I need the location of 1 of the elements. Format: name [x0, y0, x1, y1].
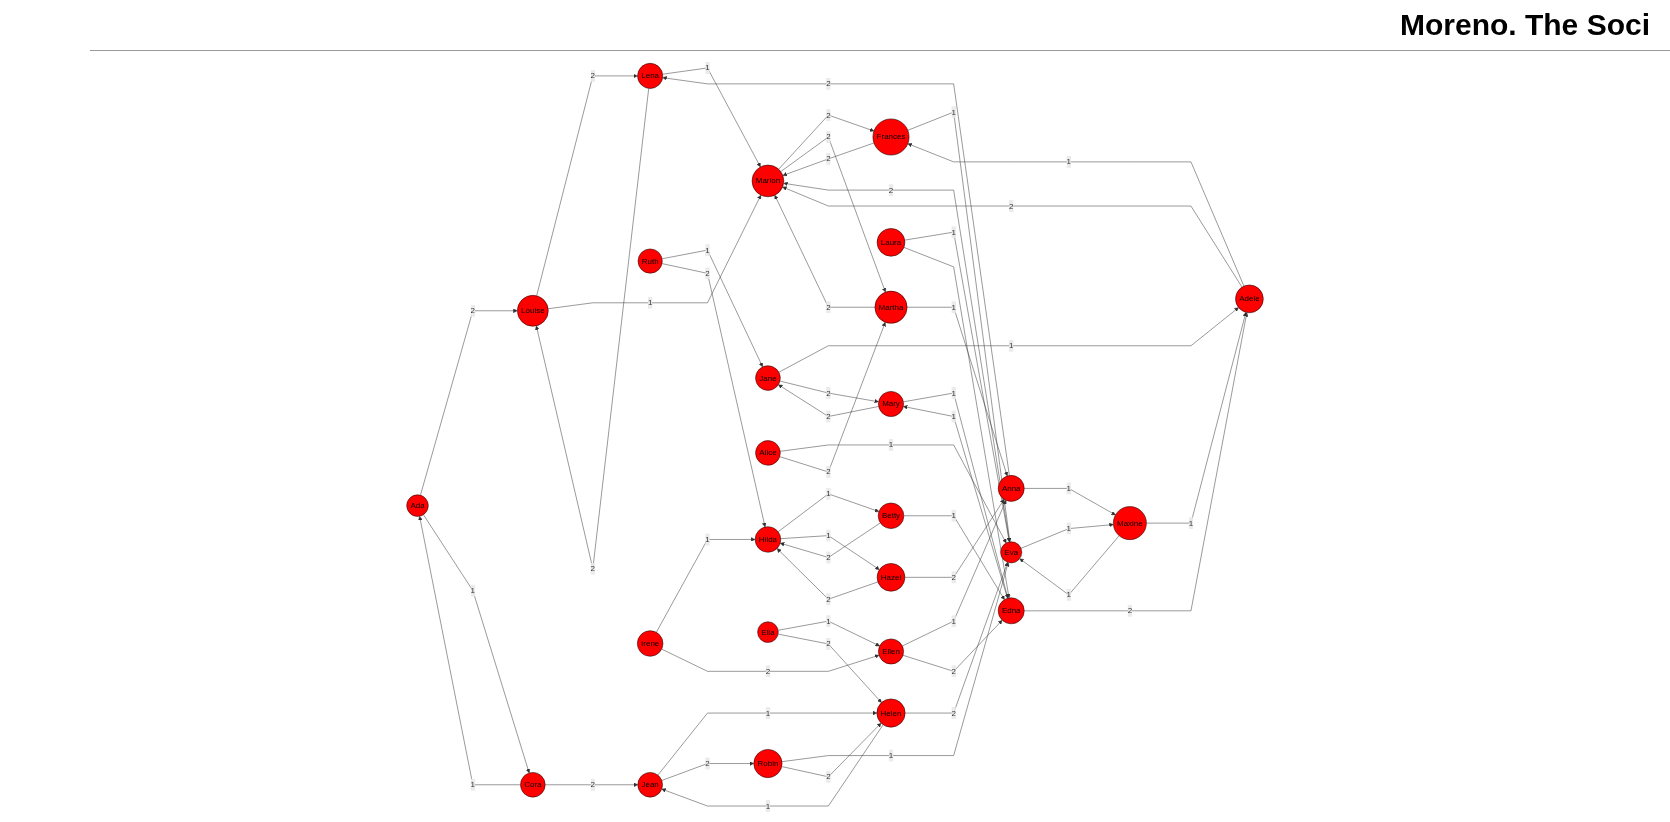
title: Moreno. The Soci: [1399, 8, 1650, 42]
